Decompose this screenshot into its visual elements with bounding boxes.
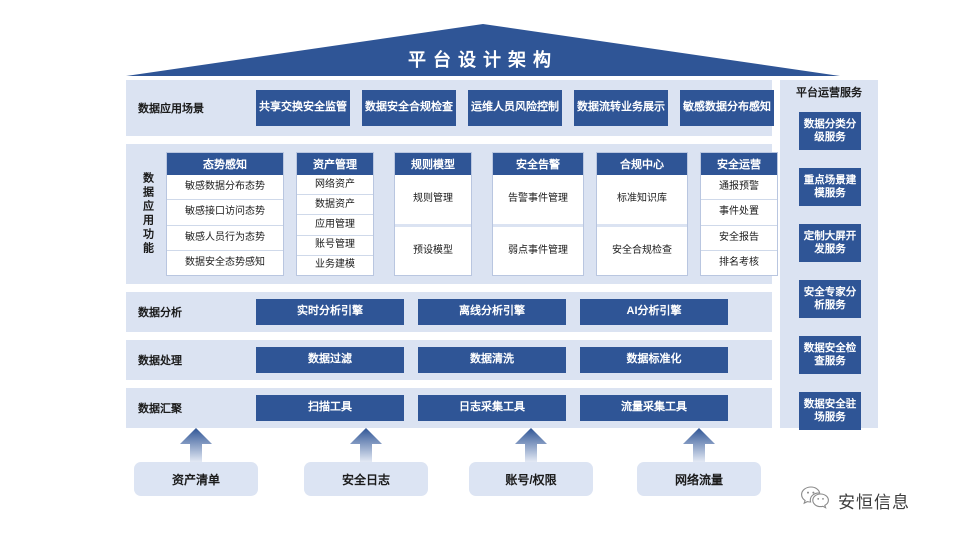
card-item[interactable]: 预设模型 bbox=[395, 223, 471, 275]
sidebar-item-onsite-service[interactable]: 数据安全驻场服务 bbox=[799, 392, 861, 430]
card-item[interactable]: 告警事件管理 bbox=[493, 175, 583, 224]
module-card-asset-management[interactable]: 资产管理 网络资产 数据资产 应用管理 账号管理 业务建模 bbox=[296, 152, 374, 276]
source-box-asset-inventory[interactable]: 资产清单 bbox=[134, 462, 258, 496]
process-panel: 数据处理 数据过滤 数据清洗 数据标准化 bbox=[126, 340, 772, 380]
card-item[interactable]: 敏感人员行为态势 bbox=[167, 224, 283, 250]
process-box-2[interactable]: 数据清洗 bbox=[418, 347, 566, 373]
card-body: 通报预警 事件处置 安全报告 排名考核 bbox=[701, 175, 777, 275]
card-title: 资产管理 bbox=[297, 153, 373, 175]
roof-banner: 平台设计架构 bbox=[126, 24, 840, 76]
card-item[interactable]: 事件处置 bbox=[701, 199, 777, 225]
brand-block: 安恒信息 bbox=[800, 485, 910, 516]
flow-arrow-2 bbox=[348, 428, 384, 464]
process-row-label: 数据处理 bbox=[138, 355, 182, 367]
sidebar-item-dashboard-development[interactable]: 定制大屏开发服务 bbox=[799, 224, 861, 262]
card-item[interactable]: 敏感数据分布态势 bbox=[167, 175, 283, 200]
card-item[interactable]: 标准知识库 bbox=[597, 175, 687, 224]
card-item[interactable]: 网络资产 bbox=[297, 175, 373, 195]
module-card-security-operations[interactable]: 安全运营 通报预警 事件处置 安全报告 排名考核 bbox=[700, 152, 778, 276]
source-box-account-permission[interactable]: 账号/权限 bbox=[469, 462, 593, 496]
page-title: 平台设计架构 bbox=[408, 50, 558, 70]
collect-box-1[interactable]: 扫描工具 bbox=[256, 395, 404, 421]
flow-arrow-3 bbox=[513, 428, 549, 464]
collect-box-3[interactable]: 流量采集工具 bbox=[580, 395, 728, 421]
analysis-box-3[interactable]: AI分析引擎 bbox=[580, 299, 728, 325]
scenario-box-4[interactable]: 数据流转业务展示 bbox=[574, 90, 668, 126]
module-card-security-alert[interactable]: 安全告警 告警事件管理 弱点事件管理 bbox=[492, 152, 584, 276]
card-body: 标准知识库 安全合规检查 bbox=[597, 175, 687, 275]
card-title: 合规中心 bbox=[597, 153, 687, 175]
roof-shape bbox=[126, 24, 840, 76]
sidebar-item-scenario-modeling[interactable]: 重点场景建模服务 bbox=[799, 168, 861, 206]
scenario-box-2[interactable]: 数据安全合规检查 bbox=[362, 90, 456, 126]
card-item[interactable]: 安全合规检查 bbox=[597, 223, 687, 275]
wechat-icon bbox=[800, 485, 830, 516]
scenario-row-label: 数据应用场景 bbox=[138, 103, 204, 115]
flow-arrow-1 bbox=[178, 428, 214, 464]
card-title: 规则模型 bbox=[395, 153, 471, 175]
card-item[interactable]: 排名考核 bbox=[701, 249, 777, 275]
card-body: 敏感数据分布态势 敏感接口访问态势 敏感人员行为态势 数据安全态势感知 bbox=[167, 175, 283, 275]
function-panel: 数据应用功能 态势感知 敏感数据分布态势 敏感接口访问态势 敏感人员行为态势 数… bbox=[126, 144, 778, 284]
card-item[interactable]: 通报预警 bbox=[701, 175, 777, 200]
card-body: 告警事件管理 弱点事件管理 bbox=[493, 175, 583, 275]
card-item[interactable]: 账号管理 bbox=[297, 234, 373, 255]
module-card-situational-awareness[interactable]: 态势感知 敏感数据分布态势 敏感接口访问态势 敏感人员行为态势 数据安全态势感知 bbox=[166, 152, 284, 276]
brand-name: 安恒信息 bbox=[838, 493, 910, 512]
card-item[interactable]: 敏感接口访问态势 bbox=[167, 199, 283, 225]
card-body: 规则管理 预设模型 bbox=[395, 175, 471, 275]
card-item[interactable]: 弱点事件管理 bbox=[493, 223, 583, 275]
card-item[interactable]: 数据安全态势感知 bbox=[167, 249, 283, 275]
source-box-network-traffic[interactable]: 网络流量 bbox=[637, 462, 761, 496]
scenario-box-3[interactable]: 运维人员风险控制 bbox=[468, 90, 562, 126]
sidebar-item-data-classification[interactable]: 数据分类分级服务 bbox=[799, 112, 861, 150]
module-card-rule-model[interactable]: 规则模型 规则管理 预设模型 bbox=[394, 152, 472, 276]
card-body: 网络资产 数据资产 应用管理 账号管理 业务建模 bbox=[297, 175, 373, 276]
module-card-compliance-center[interactable]: 合规中心 标准知识库 安全合规检查 bbox=[596, 152, 688, 276]
scenario-box-5[interactable]: 敏感数据分布感知 bbox=[680, 90, 774, 126]
analysis-row-label: 数据分析 bbox=[138, 307, 182, 319]
collect-panel: 数据汇聚 扫描工具 日志采集工具 流量采集工具 bbox=[126, 388, 772, 428]
card-item[interactable]: 安全报告 bbox=[701, 224, 777, 250]
card-title: 安全告警 bbox=[493, 153, 583, 175]
function-row-label: 数据应用功能 bbox=[141, 172, 154, 256]
flow-arrow-4 bbox=[681, 428, 717, 464]
sidebar-title: 平台运营服务 bbox=[796, 87, 862, 99]
operations-sidebar-panel: 平台运营服务 数据分类分级服务 重点场景建模服务 定制大屏开发服务 安全专家分析… bbox=[780, 80, 878, 430]
card-title: 态势感知 bbox=[167, 153, 283, 175]
card-item[interactable]: 应用管理 bbox=[297, 214, 373, 235]
analysis-panel: 数据分析 实时分析引擎 离线分析引擎 AI分析引擎 bbox=[126, 292, 772, 332]
analysis-box-1[interactable]: 实时分析引擎 bbox=[256, 299, 404, 325]
process-box-1[interactable]: 数据过滤 bbox=[256, 347, 404, 373]
scenario-panel: 数据应用场景 共享交换安全监管 数据安全合规检查 运维人员风险控制 数据流转业务… bbox=[126, 80, 774, 136]
scenario-box-1[interactable]: 共享交换安全监管 bbox=[256, 90, 350, 126]
collect-box-2[interactable]: 日志采集工具 bbox=[418, 395, 566, 421]
source-box-security-log[interactable]: 安全日志 bbox=[304, 462, 428, 496]
sidebar-item-security-inspection[interactable]: 数据安全检查服务 bbox=[799, 336, 861, 374]
card-item[interactable]: 规则管理 bbox=[395, 175, 471, 224]
card-item[interactable]: 业务建模 bbox=[297, 254, 373, 276]
card-title: 安全运营 bbox=[701, 153, 777, 175]
card-item[interactable]: 数据资产 bbox=[297, 194, 373, 215]
sidebar-item-expert-analysis[interactable]: 安全专家分析服务 bbox=[799, 280, 861, 318]
process-box-3[interactable]: 数据标准化 bbox=[580, 347, 728, 373]
analysis-box-2[interactable]: 离线分析引擎 bbox=[418, 299, 566, 325]
collect-row-label: 数据汇聚 bbox=[138, 403, 182, 415]
